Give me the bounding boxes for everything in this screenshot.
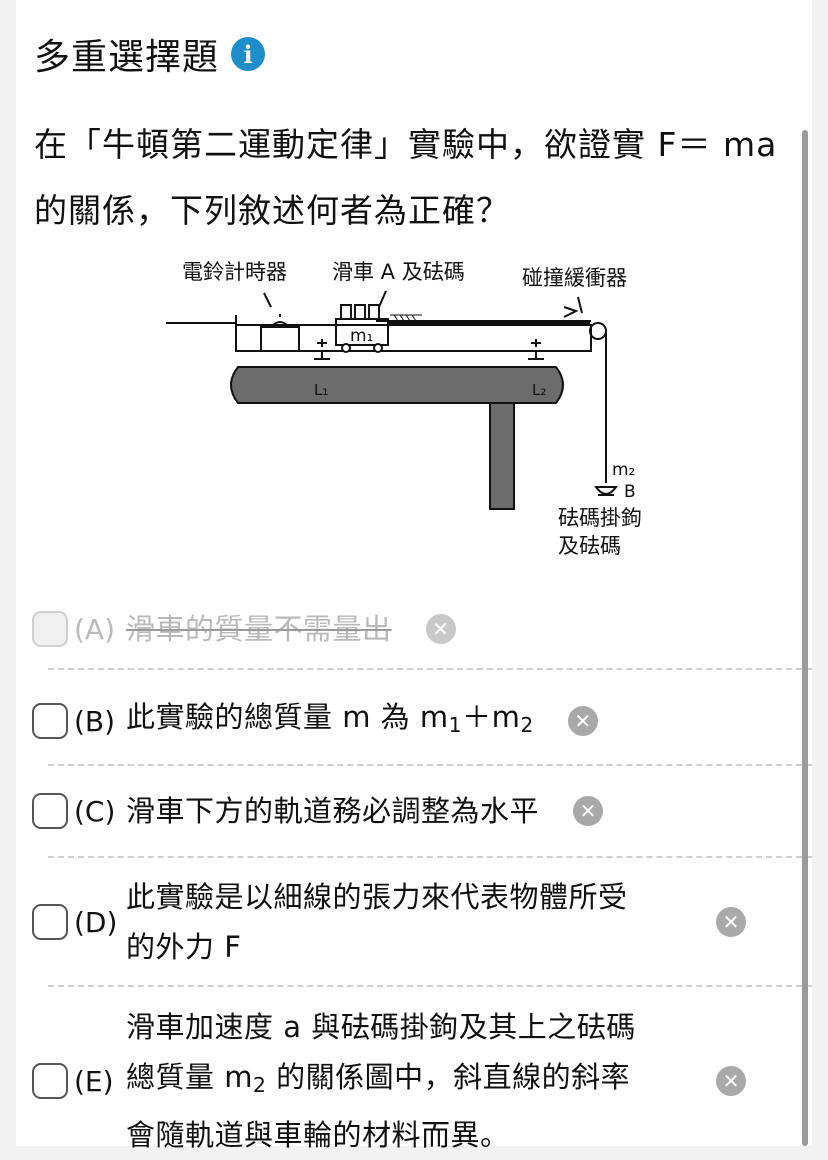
option-text: 滑車下方的軌道務必調整為水平: [126, 794, 540, 828]
close-circle-icon[interactable]: ✕: [567, 706, 598, 737]
option-divider: [48, 856, 812, 858]
option-b[interactable]: (B) 此實驗的總質量 m 為 m1＋m2 ✕: [32, 692, 792, 750]
option-d[interactable]: (D) 此實驗是以細線的張力來代表物體所受的外力 F ✕: [32, 872, 792, 972]
question-card: 多重選擇題 i 在「牛頓第二運動定律」實驗中，欲證實 F＝ ma 的關係，下列敘…: [16, 0, 812, 1152]
option-c[interactable]: (C) 滑車下方的軌道務必調整為水平 ✕: [32, 786, 792, 836]
checkbox-icon[interactable]: [32, 611, 68, 647]
option-divider: [48, 668, 812, 670]
timer-box: [260, 326, 300, 352]
close-circle-icon[interactable]: ✕: [716, 907, 746, 937]
label-l2: L₂: [532, 381, 546, 399]
option-letter: (D): [74, 905, 118, 939]
checkbox-icon[interactable]: [32, 703, 68, 740]
table-leg: [489, 402, 515, 510]
option-divider: [48, 764, 812, 766]
option-letter: (B): [74, 704, 116, 738]
option-text: 此實驗的總質量 m 為 m1＋m2: [126, 700, 534, 738]
question-header: 多重選擇題 i: [34, 28, 266, 80]
option-letter: (E): [74, 1064, 114, 1098]
scrollbar[interactable]: [802, 130, 808, 1146]
track-rail: [235, 315, 592, 352]
label-bumper: 碰撞緩衝器: [522, 266, 627, 290]
close-circle-icon[interactable]: ✕: [573, 796, 604, 826]
option-a[interactable]: (A) 滑車的質量不需量出 ✕: [32, 604, 792, 654]
label-m2: m₂: [612, 460, 635, 480]
checkbox-icon[interactable]: [32, 793, 68, 829]
question-type-title: 多重選擇題: [34, 37, 220, 78]
close-circle-icon[interactable]: ✕: [716, 1066, 746, 1097]
option-e[interactable]: (E) 滑車加速度 a 與砝碼掛鉤及其上之砝碼總質量 m2 的關係圖中，斜直線的…: [32, 1002, 792, 1160]
label-timer: 電鈴計時器: [182, 260, 287, 284]
checkbox-icon[interactable]: [32, 904, 68, 940]
info-icon[interactable]: i: [231, 37, 266, 71]
pulley: [589, 322, 607, 340]
option-text: 滑車加速度 a 與砝碼掛鉤及其上之砝碼總質量 m2 的關係圖中，斜直線的斜率會隨…: [126, 1010, 636, 1153]
option-text: 此實驗是以細線的張力來代表物體所受的外力 F: [126, 880, 628, 964]
timer-dome: [270, 321, 290, 328]
hook: [594, 486, 618, 495]
label-m1: m₁: [350, 326, 373, 346]
table-top: [230, 366, 564, 404]
checkbox-icon[interactable]: [32, 1063, 68, 1100]
question-text: 在「牛頓第二運動定律」實驗中，欲證實 F＝ ma 的關係，下列敘述何者為正確？: [34, 125, 778, 230]
option-letter: (C): [74, 794, 116, 828]
option-divider: [48, 985, 812, 987]
label-hook-line2: 及砝碼: [558, 534, 621, 558]
label-cart: 滑車 A 及砝碼: [332, 260, 465, 284]
option-text: 滑車的質量不需量出: [126, 612, 392, 646]
close-circle-icon[interactable]: ✕: [425, 614, 456, 644]
label-hook-line1: 砝碼掛鉤: [558, 506, 642, 530]
option-letter: (A): [74, 612, 116, 646]
label-l1: L₁: [314, 381, 328, 399]
label-b: B: [624, 482, 636, 502]
experiment-diagram: 電鈴計時器 滑車 A 及砝碼 碰撞緩衝器 m₁ L₁ L₂ m₂ B 砝碼掛鉤 …: [166, 260, 642, 558]
